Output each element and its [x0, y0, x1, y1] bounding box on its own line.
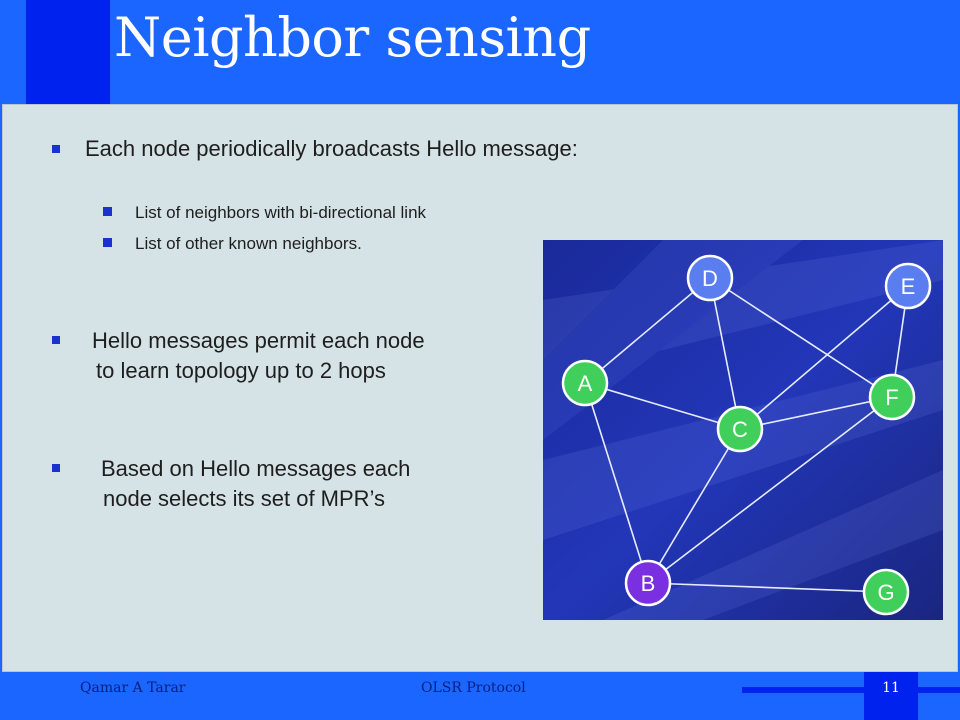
bullet-square-icon [52, 145, 60, 153]
edge-a-b [584, 382, 649, 584]
edge-d-a [584, 277, 711, 384]
node-label: C [732, 417, 748, 442]
edge-c-b [647, 428, 741, 584]
node-label: D [702, 266, 718, 291]
edge-e-c [739, 285, 909, 430]
footer-author: Qamar A Tarar [80, 680, 186, 696]
edge-b-g [647, 582, 887, 593]
node-d: D [686, 254, 734, 302]
node-label: G [877, 580, 894, 605]
node-circle [884, 262, 932, 310]
edge-d-f [709, 277, 893, 398]
bullet-text-line1: Based on Hello messages each [101, 456, 411, 481]
bullet-text: Each node periodically broadcasts Hello … [85, 136, 578, 161]
node-circle [716, 405, 764, 453]
node-g: G [862, 568, 910, 616]
bullet-square-icon [103, 207, 112, 216]
footer-presentation-title: OLSR Protocol [421, 680, 526, 696]
title-accent-block [26, 0, 110, 104]
node-circle [868, 373, 916, 421]
bullet-square-icon [52, 336, 60, 344]
edge-f-b [647, 396, 893, 584]
sub-bullet-text: List of neighbors with bi-directional li… [135, 203, 427, 222]
node-e: E [884, 262, 932, 310]
title-bar [0, 0, 960, 104]
bullet-square-icon [52, 464, 60, 472]
node-circle [862, 568, 910, 616]
edge-c-f [739, 396, 893, 430]
node-circle [561, 359, 609, 407]
node-a: A [561, 359, 609, 407]
sub-bullet-text: List of other known neighbors. [135, 234, 362, 253]
node-c: C [716, 405, 764, 453]
edge-d-c [709, 277, 741, 430]
graph-edges [584, 277, 909, 593]
node-circle [686, 254, 734, 302]
node-f: F [868, 373, 916, 421]
node-label: F [885, 385, 898, 410]
footer-accent-line [742, 687, 960, 693]
bullet-text-line1: Hello messages permit each node [92, 328, 425, 353]
node-label: B [641, 571, 656, 596]
bullet-square-icon [103, 238, 112, 247]
page-number: 11 [882, 680, 900, 696]
bullet-text-line2: node selects its set of MPR’s [103, 486, 386, 511]
edge-a-c [584, 382, 741, 430]
graph-nodes: D E A F C B G [561, 254, 932, 616]
footer-bar: Qamar A Tarar OLSR Protocol [0, 672, 960, 720]
node-label: A [578, 371, 593, 396]
footer-page-box: 11 [864, 672, 918, 720]
node-label: E [901, 274, 916, 299]
node-b: B [624, 559, 672, 607]
network-graph: D E A F C B G [543, 240, 943, 620]
slide-title: Neighbor sensing [114, 6, 591, 69]
node-circle [624, 559, 672, 607]
bullet-text-line2: to learn topology up to 2 hops [96, 358, 386, 383]
